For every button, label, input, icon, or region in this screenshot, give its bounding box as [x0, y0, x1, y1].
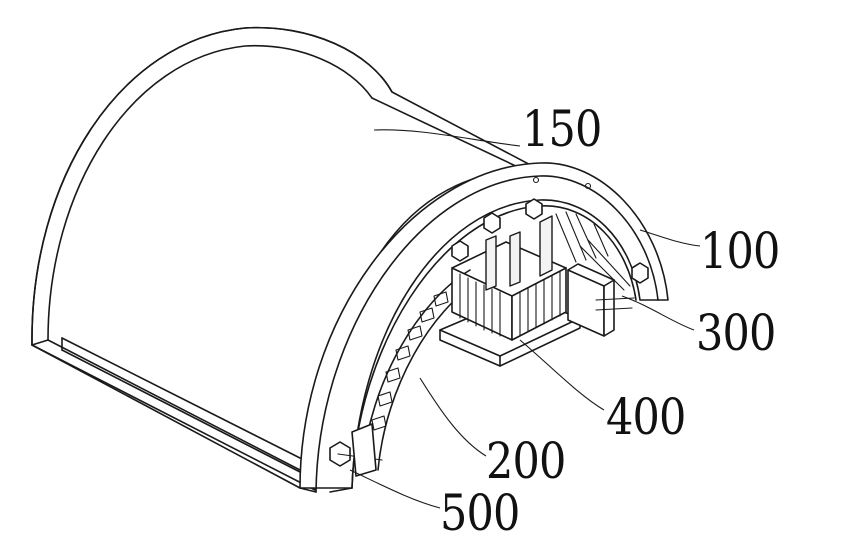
callout-200: 200 [486, 432, 566, 490]
callout-300: 300 [696, 304, 776, 362]
arch-bolts [329, 176, 649, 467]
bolt-3 [483, 212, 501, 234]
leader-400 [519, 339, 605, 411]
callout-400: 400 [606, 388, 686, 446]
bolt-2 [451, 240, 469, 262]
inner-rib-rack [351, 269, 479, 477]
leader-500 [349, 469, 441, 509]
callout-100: 100 [700, 222, 780, 280]
leader-300 [621, 295, 695, 331]
callout-500: 500 [440, 484, 520, 542]
front-arch-frame [299, 162, 669, 493]
bolt-5 [631, 262, 649, 284]
callout-150: 150 [522, 100, 602, 158]
leader-100 [639, 229, 701, 247]
bolt-4 [525, 198, 543, 220]
leader-lines [349, 129, 701, 509]
leader-150 [373, 129, 521, 147]
support-mechanism [439, 211, 635, 367]
leader-200 [419, 377, 487, 457]
